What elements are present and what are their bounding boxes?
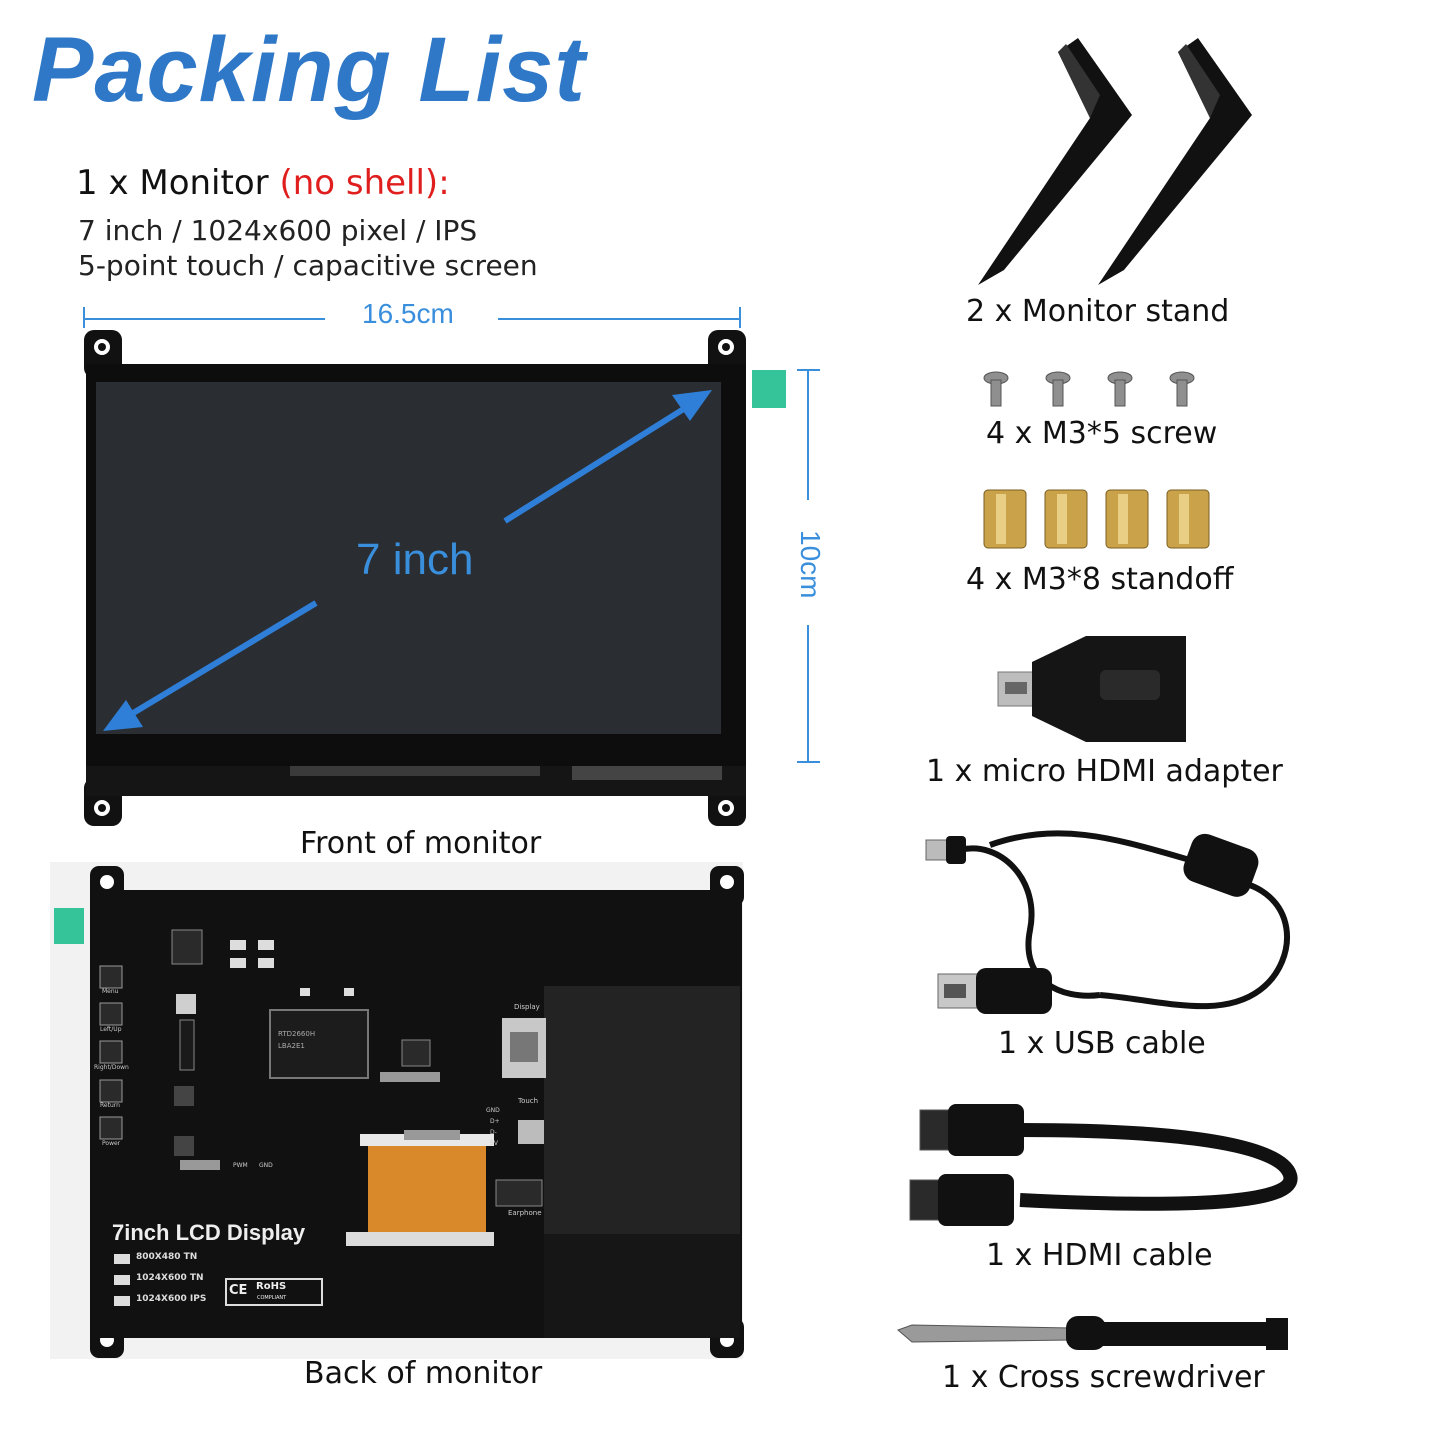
back-caption: Back of monitor — [304, 1356, 543, 1391]
item-label-screw: 4 x M3*5 screw — [986, 416, 1218, 451]
monitor-spec-line1: 7 inch / 1024x600 pixel / IPS — [78, 214, 478, 247]
monitor-heading-prefix: 1 x Monitor — [76, 163, 269, 203]
item-label-adapter: 1 x micro HDMI adapter — [926, 754, 1283, 789]
item-label-stand: 2 x Monitor stand — [966, 294, 1230, 329]
pin-label-dplus: D+ — [490, 1118, 500, 1125]
board-title: 7inch LCD Display — [112, 1220, 306, 1245]
port-label-display: Display — [514, 1003, 540, 1011]
pin-label-5v: 5V — [490, 1140, 498, 1147]
monitor-heading: 1 x Monitor (no shell): — [76, 163, 450, 203]
pin-label-pwm-gnd: GND — [259, 1162, 273, 1169]
button-label-menu: Menu — [102, 988, 119, 995]
port-label-earphone: Earphone — [508, 1209, 542, 1217]
main-chip-text: RTD2660H — [278, 1030, 316, 1038]
monitor-spec-line2: 5-point touch / capacitive screen — [78, 249, 538, 282]
width-label: 16.5cm — [362, 298, 454, 329]
rohs-mark: RoHS — [256, 1281, 287, 1292]
rohs-compliant: COMPLIANT — [257, 1295, 287, 1301]
diagonal-label: 7 inch — [356, 535, 474, 584]
board-option-1: 800X480 TN — [136, 1252, 198, 1262]
item-label-usb: 1 x USB cable — [998, 1026, 1206, 1061]
main-chip-subtext: LBA2E1 — [278, 1042, 305, 1050]
board-option-3: 1024X600 IPS — [136, 1294, 207, 1304]
button-label-rightdown: Right/Down — [94, 1064, 129, 1071]
board-option-2: 1024X600 TN — [136, 1273, 204, 1283]
pin-label-dminus: D- — [490, 1129, 497, 1136]
ce-mark: CE — [229, 1283, 248, 1298]
pin-label-pwm: PWM — [233, 1162, 248, 1169]
button-label-leftup: Left/Up — [100, 1026, 122, 1033]
button-label-return: Return — [100, 1102, 120, 1109]
item-label-hdmi: 1 x HDMI cable — [986, 1238, 1213, 1273]
monitor-heading-highlight: (no shell): — [279, 163, 450, 203]
front-caption: Front of monitor — [300, 826, 542, 861]
page-title: Packing List — [32, 19, 586, 121]
item-label-standoff: 4 x M3*8 standoff — [966, 562, 1234, 597]
port-label-touch: Touch — [518, 1097, 539, 1105]
item-label-screwdriver: 1 x Cross screwdriver — [942, 1360, 1265, 1395]
button-label-power: Power — [102, 1140, 121, 1147]
pin-label-gnd: GND — [486, 1107, 500, 1114]
